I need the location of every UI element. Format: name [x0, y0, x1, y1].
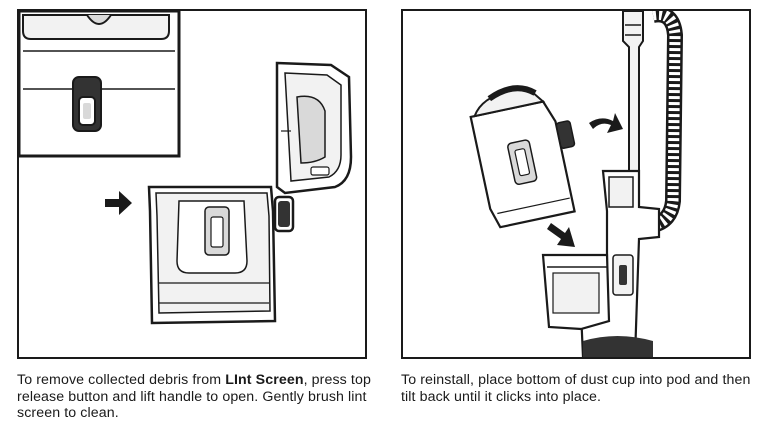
dust-cup-tilted	[469, 85, 576, 229]
right-caption: To reinstall, place bottom of dust cup i…	[401, 372, 761, 405]
dust-cup-body	[147, 185, 295, 325]
dust-cup-reinstall-illustration	[469, 11, 684, 357]
pod-base-receptacle	[541, 253, 611, 331]
lint-screen-label: LInt Screen	[225, 372, 304, 388]
left-illustration-panel	[17, 9, 367, 359]
left-caption-text-before: To remove collected debris from	[17, 372, 226, 388]
left-caption-text-after: , press top release button and lift hand…	[17, 372, 371, 421]
left-caption: To remove collected debris from LInt Scr…	[17, 372, 377, 422]
release-button-inset	[19, 11, 181, 158]
right-caption-text: To reinstall, place bottom of dust cup i…	[401, 372, 751, 405]
arrow-down-right-icon	[547, 223, 575, 247]
arrow-right-icon	[105, 191, 132, 215]
lint-screen-removal-illustration	[19, 11, 353, 325]
curved-arrow-icon	[589, 113, 623, 133]
vacuum-hose	[650, 11, 684, 233]
right-illustration-panel	[401, 9, 751, 359]
dust-cup-lid-handle	[275, 61, 353, 195]
